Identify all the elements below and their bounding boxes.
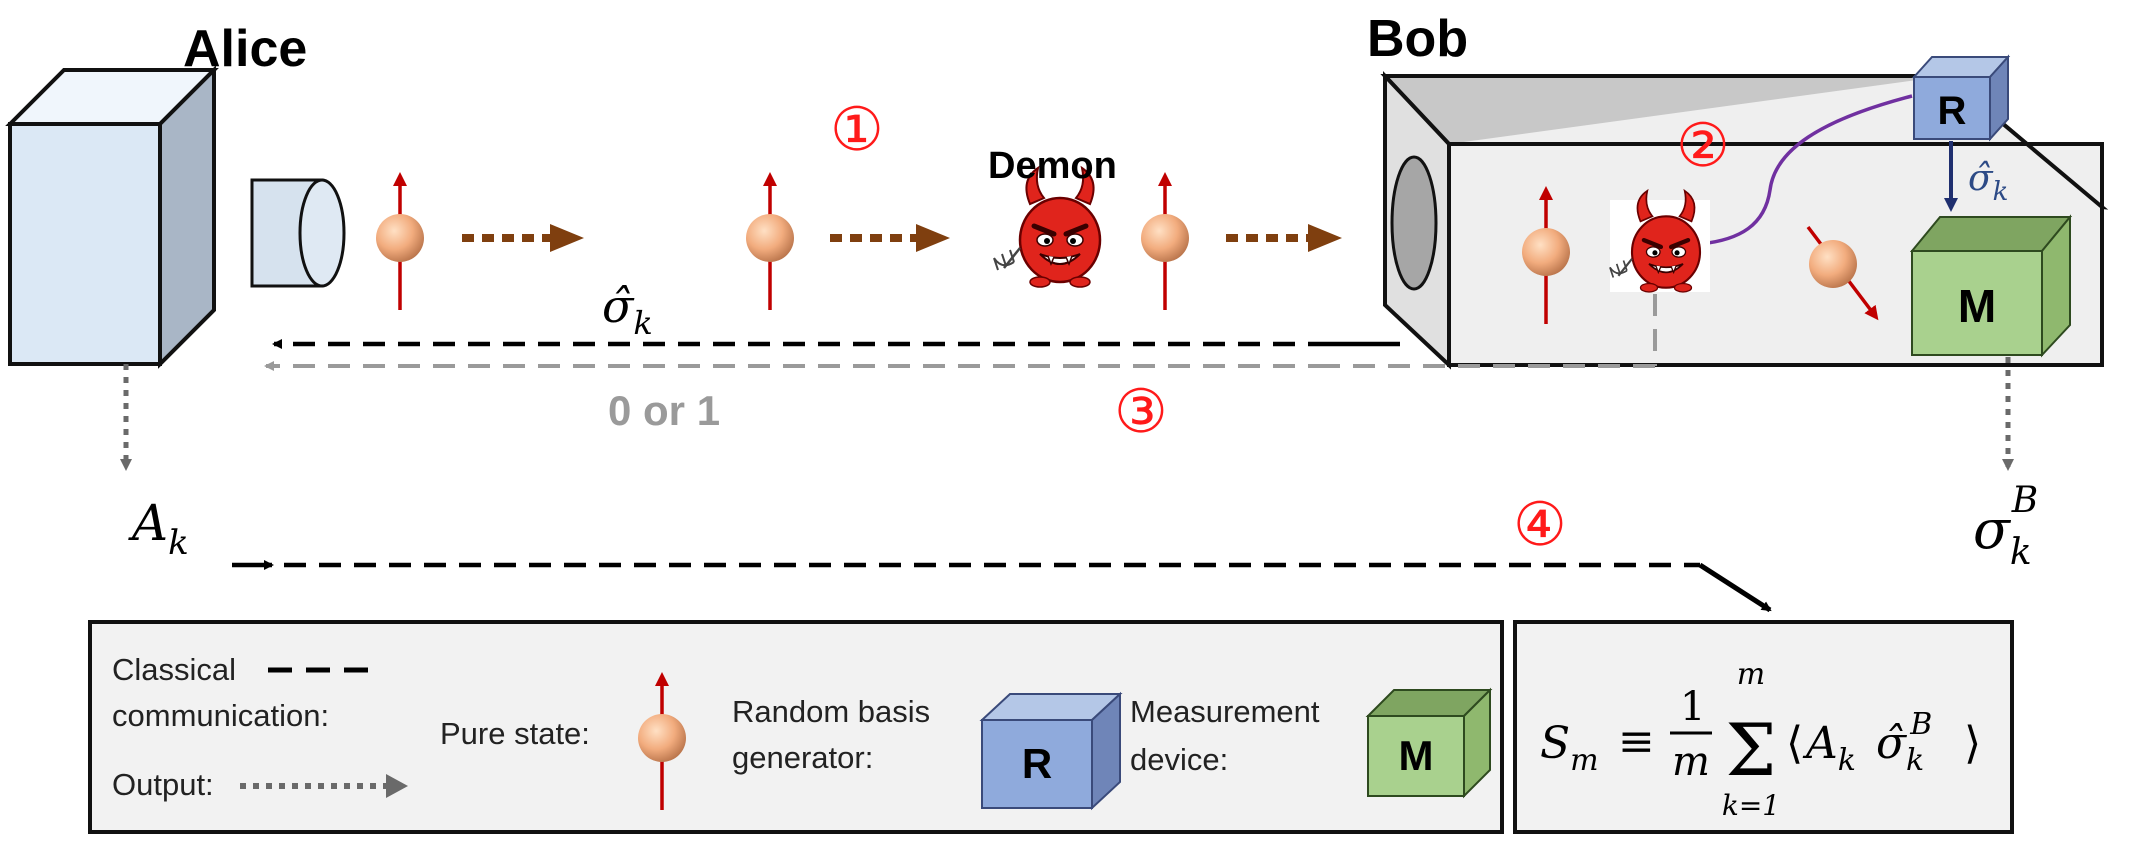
bob-title: Bob <box>1367 10 1468 68</box>
spin-state-1 <box>376 176 424 310</box>
svg-text:1: 1 <box>1680 684 1705 730</box>
random-box-label: R <box>1938 89 1967 133</box>
measure-box-label: M <box>1958 280 1996 332</box>
svg-text:Σ: Σ <box>1726 708 1777 792</box>
bob-output-sigma-kB: σkB <box>1973 480 2038 573</box>
step-2-label: ② <box>1676 111 1730 181</box>
legend-panel <box>88 620 1504 834</box>
score-formula: Sm ≡ 1 m m Σ k=1 ⟨ Ak σ̂kB ⟩ <box>1540 657 1981 822</box>
legend-measure-label: Measurement device: <box>1130 694 1328 777</box>
alice-output-Ak: Ak <box>128 494 189 563</box>
legend-classical-label: Classical communication: <box>112 652 329 733</box>
svg-text:σ̂kB: σ̂kB <box>1876 707 1932 778</box>
svg-text:≡: ≡ <box>1618 716 1655 767</box>
legend-random-label: Random basis generator: <box>732 694 939 775</box>
bob-input-port <box>1390 155 1438 291</box>
svg-text:Sm: Sm <box>1540 718 1599 778</box>
svg-text:k=1: k=1 <box>1722 789 1780 822</box>
alice-sigma-hat-k: σ̂k <box>602 279 653 342</box>
legend-random-box-label: R <box>1022 740 1052 787</box>
transfer-arrow-3 <box>1226 224 1342 252</box>
spin-state-3 <box>1141 176 1189 310</box>
measurement-device-box <box>1909 214 2073 358</box>
step-1-label: ① <box>830 95 884 165</box>
formula-arrow-head-segment <box>1698 562 1772 613</box>
svg-text:Ak: Ak <box>1802 718 1856 778</box>
measured-spin-state <box>1806 225 1879 321</box>
legend-random-box <box>979 691 1123 811</box>
bob-sigma-hat-k: σ̂k <box>1968 158 2008 207</box>
legend-pure-state-label: Pure state: <box>440 716 590 751</box>
alice-source-box <box>5 65 219 369</box>
legend-measure-box-label: M <box>1399 732 1434 779</box>
svg-text:⟨: ⟨ <box>1786 718 1803 769</box>
svg-text:m: m <box>1672 739 1710 785</box>
transfer-arrow-2 <box>830 224 950 252</box>
step-4-label: ④ <box>1513 490 1567 560</box>
spin-state-2 <box>746 176 794 310</box>
transfer-arrow-1 <box>462 224 584 252</box>
alice-output-lens <box>250 178 346 288</box>
zero-or-one-label: 0 or 1 <box>608 387 720 434</box>
formula-panel <box>1513 620 2014 834</box>
legend-output-label: Output: <box>112 767 214 802</box>
random-basis-generator-box <box>1911 54 2011 142</box>
legend-output-dots <box>240 774 408 798</box>
step-3-label: ③ <box>1114 377 1168 447</box>
alice-title: Alice <box>183 20 307 78</box>
legend-measure-box <box>1365 687 1493 799</box>
svg-text:m: m <box>1737 657 1765 692</box>
demon-label: Demon <box>988 145 1117 187</box>
basis-leak-arrow <box>1697 94 1913 250</box>
svg-text:⟩: ⟩ <box>1964 718 1981 769</box>
